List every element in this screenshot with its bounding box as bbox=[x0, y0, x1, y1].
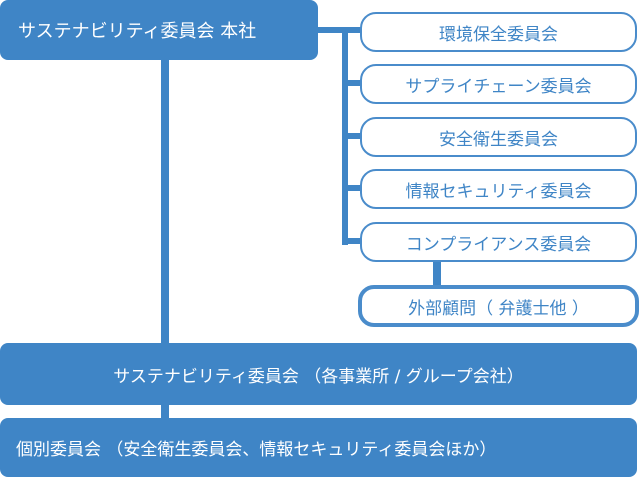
site-sustainability-committee: サステナビリティ委員会 （各事業所 / グループ会社） bbox=[0, 343, 637, 405]
connector-stub bbox=[342, 185, 362, 191]
connector-main-vertical bbox=[161, 55, 169, 347]
connector-compliance-external bbox=[433, 260, 441, 287]
connector-site-to-individual bbox=[161, 403, 169, 420]
connector-stub bbox=[342, 133, 362, 139]
connector-stub bbox=[342, 80, 362, 86]
external-advisor: 外部顧問（ 弁護士他 ） bbox=[358, 285, 639, 327]
committee-label: 環境保全委員会 bbox=[439, 24, 558, 45]
committee-environment: 環境保全委員会 bbox=[360, 12, 637, 52]
committee-info-security: 情報セキュリティ委員会 bbox=[360, 169, 637, 209]
external-label: 外部顧問（ 弁護士他 ） bbox=[408, 298, 589, 319]
committee-safety-health: 安全衛生委員会 bbox=[360, 117, 637, 157]
individual-committees: 個別委員会 （安全衛生委員会、情報セキュリティ委員会ほか） bbox=[0, 418, 637, 477]
connector-stub bbox=[342, 238, 362, 244]
committee-compliance: コンプライアンス委員会 bbox=[360, 222, 637, 262]
committee-label: 情報セキュリティ委員会 bbox=[405, 181, 592, 202]
individual-committee-label: 個別委員会 （安全衛生委員会、情報セキュリティ委員会ほか） bbox=[16, 440, 497, 460]
committee-label: 安全衛生委員会 bbox=[439, 129, 558, 150]
hq-title: サステナビリティ委員会 本社 bbox=[18, 21, 257, 42]
committee-label: サプライチェーン委員会 bbox=[405, 76, 592, 97]
hq-sustainability-committee: サステナビリティ委員会 本社 bbox=[0, 0, 318, 60]
connector-top-horizontal bbox=[315, 27, 362, 33]
site-committee-label: サステナビリティ委員会 （各事業所 / グループ会社） bbox=[113, 366, 524, 387]
committee-label: コンプライアンス委員会 bbox=[405, 234, 592, 255]
committee-supply-chain: サプライチェーン委員会 bbox=[360, 64, 637, 104]
